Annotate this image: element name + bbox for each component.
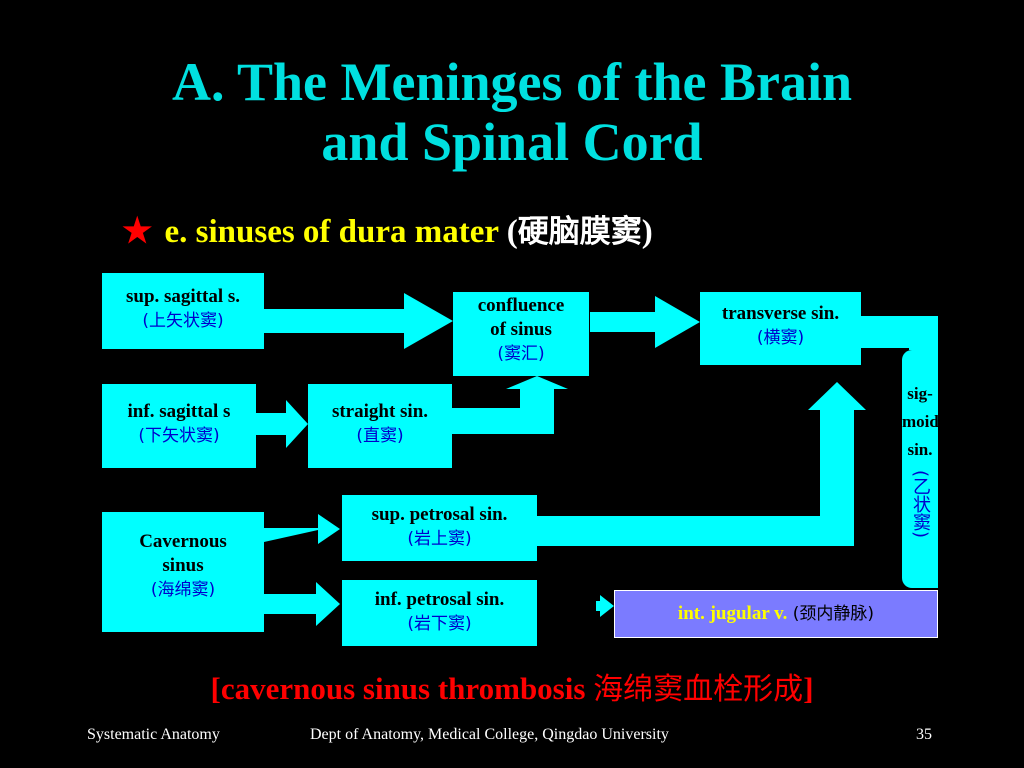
arrow-sup-sagittal-to-confluence (264, 293, 453, 349)
sup-sagittal-chinese: (上矢状窦) (142, 311, 224, 331)
box-confluence-of-sinus: confluence of sinus (窦汇) (453, 292, 589, 376)
star-icon: ★ (122, 213, 153, 250)
note-bracket-open: [ (210, 671, 221, 706)
sigmoid-label-line-2: moid (902, 412, 938, 431)
box-cavernous-sinus: Cavernous sinus (海绵窦) (102, 512, 264, 632)
cavernous-chinese: (海绵窦) (150, 580, 216, 600)
box-internal-jugular-vein: int. jugular v. (颈内静脉) (614, 590, 938, 638)
inf-sagittal-label: inf. sagittal s (127, 401, 231, 422)
inf-petrosal-label: inf. petrosal sin. (374, 589, 505, 610)
arrow-cavernous-to-sup-petrosal (264, 514, 340, 544)
box-sup-sagittal-sinus: sup. sagittal s. (上矢状窦) (102, 273, 264, 349)
note-chinese: 海绵窦血栓形成 (593, 672, 804, 707)
sup-petrosal-chinese: (岩上窦) (407, 529, 472, 549)
box-sup-petrosal-sinus: sup. petrosal sin. (岩上窦) (342, 495, 537, 561)
arrow-inf-sagittal-to-straight (256, 400, 308, 448)
confluence-label-line-1: confluence (477, 295, 565, 316)
arrow-inf-petrosal-to-jugular (596, 595, 614, 617)
straight-label: straight sin. (331, 401, 429, 422)
sup-petrosal-label: sup. petrosal sin. (371, 504, 508, 525)
arrow-straight-to-confluence (452, 376, 568, 434)
arrow-transverse-to-sigmoid (861, 316, 938, 350)
jugular-label: int. jugular v. (677, 603, 788, 624)
sigmoid-label-line-3: sin. (907, 440, 933, 459)
subtitle-paren-open: ( (506, 214, 518, 250)
footer-course: Systematic Anatomy (87, 726, 220, 743)
subtitle-text: e. sinuses of dura mater (164, 214, 499, 250)
straight-chinese: (直窦) (356, 426, 404, 446)
transverse-label: transverse sin. (721, 303, 840, 324)
title-line-2: and Spinal Cord (321, 112, 703, 172)
inf-petrosal-chinese: (岩下窦) (407, 614, 472, 634)
clinical-note: [cavernous sinus thrombosis 海绵窦血栓形成] (0, 664, 1024, 708)
subtitle-paren-close: ) (641, 214, 653, 250)
sup-sagittal-label: sup. sagittal s. (125, 286, 241, 307)
inf-sagittal-chinese: (下矢状窦) (138, 426, 220, 446)
jugular-chinese: (颈内静脉) (787, 604, 875, 624)
title-line-1: A. The Meninges of the Brain (171, 52, 852, 112)
subtitle: ★ e. sinuses of dura mater (硬脑膜窦) (122, 206, 653, 251)
box-straight-sinus: straight sin. (直窦) (308, 384, 452, 468)
box-inf-sagittal-sinus: inf. sagittal s (下矢状窦) (102, 384, 256, 468)
box-sigmoid-sinus: sig- moid sin. (乙状窦) (902, 350, 938, 588)
arrow-sup-petrosal-to-transverse (537, 382, 866, 546)
arrow-cavernous-to-inf-petrosal (264, 582, 340, 626)
transverse-chinese: (横窦) (756, 328, 805, 348)
subtitle-chinese: 硬脑膜窦 (517, 214, 642, 250)
sigmoid-label-line-1: sig- (907, 384, 933, 403)
cavernous-label-line-2: sinus (162, 555, 204, 576)
footer-department: Dept of Anatomy, Medical College, Qingda… (310, 726, 669, 743)
note-bracket-close: ] (803, 671, 814, 706)
box-transverse-sinus: transverse sin. (横窦) (700, 292, 861, 365)
sigmoid-chinese: (乙状窦) (910, 470, 931, 539)
arrow-confluence-to-transverse (590, 296, 700, 348)
confluence-chinese: (窦汇) (497, 344, 545, 364)
confluence-label-line-2: of sinus (490, 319, 552, 340)
footer-page-number: 35 (916, 726, 932, 743)
note-text: cavernous sinus thrombosis (220, 671, 594, 706)
box-inf-petrosal-sinus: inf. petrosal sin. (岩下窦) (342, 580, 537, 646)
cavernous-label-line-1: Cavernous (139, 531, 227, 552)
page-title: A. The Meninges of the Brain and Spinal … (0, 52, 1024, 172)
